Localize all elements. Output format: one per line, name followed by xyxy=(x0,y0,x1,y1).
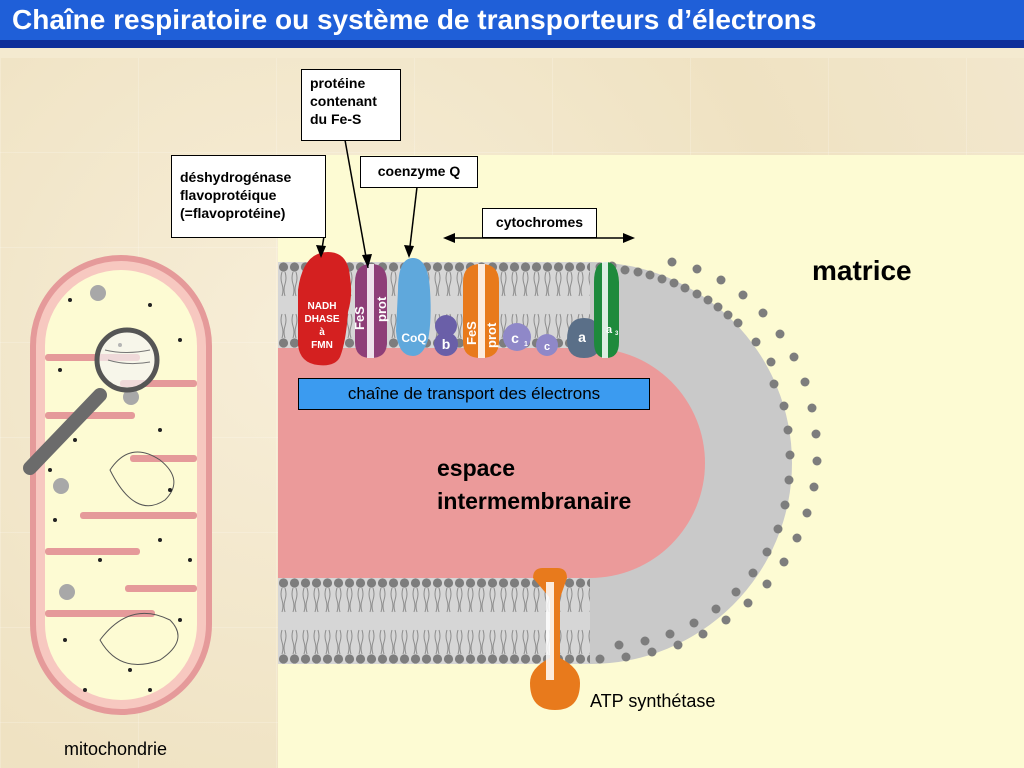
atp-synthase xyxy=(530,568,580,710)
nadh-line2: DHASE xyxy=(304,314,339,325)
cytochrome-c xyxy=(536,334,558,356)
fes-prot-orange xyxy=(463,264,499,358)
coq-pointer xyxy=(408,186,418,256)
prot-orange-label: prot xyxy=(484,322,499,348)
c1-label: c xyxy=(511,330,519,346)
nadh-line3: à xyxy=(319,327,325,338)
fes-prot-protein xyxy=(355,264,387,358)
coq-label: CoQ xyxy=(401,331,426,345)
c1-subscript: 1 xyxy=(524,341,528,348)
cytochrome-c1 xyxy=(503,323,531,351)
a3-label: a xyxy=(606,324,613,336)
nadh-line1: NADH xyxy=(308,301,337,312)
c-label: c xyxy=(544,341,550,353)
mitochondrion-illustration xyxy=(30,255,212,715)
mitochondrion-label: mitochondrie xyxy=(64,739,168,759)
nadh-line4: FMN xyxy=(311,340,333,351)
cytochrome-b xyxy=(434,315,458,356)
slide-title: Chaîne respiratoire ou système de transp… xyxy=(0,0,1024,48)
fes-protein-label: protéine contenant du Fe-S xyxy=(301,69,401,141)
b-label: b xyxy=(442,336,451,352)
magnifier-icon xyxy=(23,327,160,475)
atp-synthase-label: ATP synthétase xyxy=(590,691,716,711)
cytochromes-label: cytochromes xyxy=(482,208,597,238)
intermembrane-label: espace intermembranaire xyxy=(437,455,632,514)
dehydrogenase-label: déshydrogénase flavoprotéique (=flavopro… xyxy=(171,155,326,238)
nadh-dehydrogenase xyxy=(298,252,352,366)
membrane-bottom xyxy=(278,578,590,664)
a3-subscript: 3 xyxy=(615,331,619,337)
cytochrome-a xyxy=(567,318,601,358)
cytochrome-a3 xyxy=(594,262,619,358)
a-label: a xyxy=(578,329,586,345)
coenzyme-q-label: coenzyme Q xyxy=(360,156,478,188)
matrix-label: matrice xyxy=(812,255,912,286)
fes-orange-label: FeS xyxy=(464,321,479,345)
prot-label: prot xyxy=(374,296,389,322)
electron-transport-chain-label: chaîne de transport des électrons xyxy=(298,378,650,410)
fes-label: FeS xyxy=(352,306,367,330)
coenzyme-q xyxy=(396,258,431,356)
fes-pointer xyxy=(344,139,369,269)
